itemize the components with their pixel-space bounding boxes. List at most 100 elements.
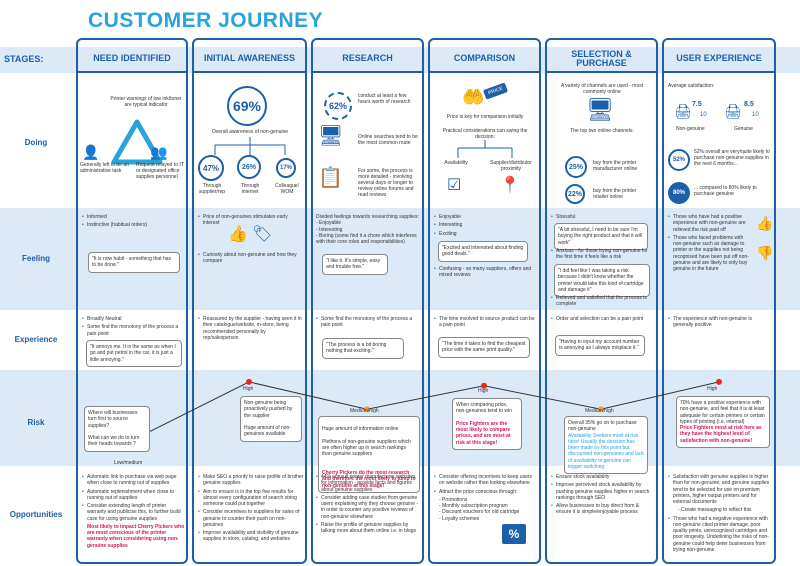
list-item: Informed xyxy=(82,214,184,221)
risk-level-selection: Medium/high xyxy=(585,408,614,414)
person-group-icon: 👥 xyxy=(150,144,168,160)
risk-point xyxy=(716,378,722,385)
experience-need: Broadly NeutralSome find the monotony of… xyxy=(82,316,184,339)
experience-research: Some find the monotony of the process a … xyxy=(316,316,420,331)
awareness-big-circle: 69% xyxy=(227,86,267,126)
list-item: - Promotions xyxy=(439,496,468,503)
feeling-comparison: EnjoyableInterestingExciting xyxy=(434,214,536,239)
comparison-text-1: Price is key for comparison initially xyxy=(446,114,524,120)
list-item: Attract the price conscious through: xyxy=(434,489,538,496)
risk-comparison-note: When comparing price, non-genuines tend … xyxy=(452,398,522,450)
selection-text-2: The top two online channels: xyxy=(570,128,634,134)
stage-initial-awareness: INITIAL AWARENESS xyxy=(194,47,305,73)
opportunities-selection: Ensure stock availability Improve percei… xyxy=(551,474,653,518)
risk-need-note: Where will businesses turn first to sour… xyxy=(84,406,150,452)
risk-research-text: Huge amount of information online Pletho… xyxy=(322,426,411,458)
stage-column-selection xyxy=(545,38,658,564)
feeling-selection-quote-2: "I did feel like I was taking a risk bec… xyxy=(554,264,650,297)
stage-research: RESEARCH xyxy=(313,47,422,73)
recycle-icon xyxy=(111,119,163,165)
opportunities-research: 44% consult printer manufacturer website… xyxy=(316,474,420,536)
list-item: Enjoyable xyxy=(434,214,536,221)
location-pin-icon: 📍 xyxy=(500,177,520,194)
list-item: Ensure stock availability xyxy=(551,474,653,481)
list-item: Confusing - so many suppliers, offers an… xyxy=(434,266,536,279)
list-item: Divided feelings towards researching sup… xyxy=(316,214,419,220)
computer-cursor-icon: 🖥 xyxy=(586,97,614,122)
awareness-circle-internet: 26% xyxy=(237,155,261,179)
stage-column-need xyxy=(76,38,188,564)
ux-score-genuine: 8.5 xyxy=(744,101,754,108)
list-item: The experience with non-genuine is gener… xyxy=(668,316,770,329)
thumbs-up-icon: 👍 xyxy=(756,215,774,231)
stage-column-comparison xyxy=(428,38,541,564)
risk-ux-text: 70% have a positive experience with non-… xyxy=(680,400,765,425)
list-item: Improve availability and visibility of g… xyxy=(198,530,304,543)
list-item: Make SEO a priority to raise profile of … xyxy=(198,474,304,487)
experience-selection-quote: "Having to input my account number is an… xyxy=(555,335,645,356)
research-text-3: For some, the process is more detailed -… xyxy=(358,168,414,198)
comparison-proximity: Supplier/distributor proximity xyxy=(490,160,532,172)
ux-text-1: Average satisfaction: xyxy=(668,83,715,89)
awareness-label-internet: Through internet xyxy=(240,183,260,195)
risk-point xyxy=(481,382,487,389)
list-item: Stressful xyxy=(551,214,653,221)
comparison-text-2: Practical considerations can swing the d… xyxy=(442,128,528,140)
list-item: - Boring (some find it a chore which int… xyxy=(316,232,417,245)
risk-level-research: Medium/high xyxy=(350,408,379,414)
experience-ux: The experience with non-genuine is gener… xyxy=(668,316,770,331)
list-item: Consider offering incentives to keep use… xyxy=(434,474,538,487)
price-tag-hand-icon: 🏷 xyxy=(252,226,273,243)
awareness-big-label: Overall awareness of non-genuine xyxy=(211,129,289,135)
feeling-ux: Those who have had a positive experience… xyxy=(668,214,752,274)
list-item: Order and selection can be a pain point xyxy=(551,316,653,323)
feeling-selection-3: Relieved and satisfied that the process … xyxy=(551,295,653,310)
printer-icon: 🖨 xyxy=(674,103,692,119)
ux-score-genuine-denominator: 10 xyxy=(752,112,759,118)
stage-selection-purchase: SELECTION & PURCHASE xyxy=(547,47,656,73)
list-item: 44% consult printer manufacturer website… xyxy=(316,474,420,493)
row-label-risk: Risk xyxy=(27,418,45,427)
ux-circle-80: 80% xyxy=(668,182,690,204)
awareness-label-supplier: Through supplier/rep xyxy=(198,183,226,195)
printer-genuine-icon: 🖨 xyxy=(724,103,742,119)
awareness-label-colleague: Colleague/ WOM xyxy=(275,183,299,195)
percent-tag-icon: % xyxy=(502,524,526,544)
doing-need-top: Printer warnings of low ink/toner are ty… xyxy=(110,96,182,108)
awareness-connector xyxy=(214,137,286,155)
list-item: The time involved to source product can … xyxy=(434,316,536,329)
risk-level-comparison: High xyxy=(478,388,489,394)
experience-need-quote: "It annoys me. It is the same as when I … xyxy=(86,340,182,367)
list-item: Automatic replenishment when close to ru… xyxy=(82,489,186,502)
feeling-awareness: Price of non-genuines stimulates early i… xyxy=(198,214,302,229)
feeling-research: Divided feelings towards researching sup… xyxy=(316,214,420,245)
ux-label-80: ... compared to 80% likely to purchase g… xyxy=(694,185,757,197)
opportunities-awareness: Make SEO a priority to raise profile of … xyxy=(198,474,304,545)
risk-awareness-note: Non-genuine being proactively pushed by … xyxy=(240,396,302,442)
list-item: - Enjoyable xyxy=(316,220,342,227)
risk-level-ux: High xyxy=(707,386,718,392)
list-item: Satisfaction with genuine supplies is hi… xyxy=(668,474,772,505)
feeling-selection-2: Anxious - for those trying non-genuine f… xyxy=(551,248,653,263)
list-item: Reassured by the supplier - having seen … xyxy=(198,316,302,341)
selection-text-1: A variety of channels are used - most co… xyxy=(560,83,644,95)
list-item: Price of non-genuines stimulates early i… xyxy=(198,214,302,227)
list-item: - Interesting xyxy=(316,226,343,233)
stages-band xyxy=(0,47,800,73)
selection-label-2: buy from the printer retailer online xyxy=(593,188,637,200)
checkbox-icon: ☑ xyxy=(447,177,462,194)
row-label-feeling: Feeling xyxy=(21,254,50,263)
comparison-connector xyxy=(457,140,513,158)
experience-comparison: The time involved to source product can … xyxy=(434,316,536,331)
risk-comparison-highlight: Price Fighters are the most likely to co… xyxy=(456,420,511,446)
risk-selection-note: Overall 35% go on to purchase non-genuin… xyxy=(564,416,648,474)
list-item: Instinctive (habitual orders) xyxy=(82,222,184,229)
stage-column-awareness xyxy=(192,38,307,564)
feeling-comparison-quote: "Excited and interested about finding go… xyxy=(438,241,528,262)
opportunities-comparison: Consider offering incentives to keep use… xyxy=(434,474,538,522)
selection-label-1: buy from the printer manufacturer online xyxy=(593,160,638,172)
experience-awareness: Reassured by the supplier - having seen … xyxy=(198,316,302,343)
risk-selection-highlight: Availability Seekers most at risk here! … xyxy=(568,432,644,470)
ux-label-52: 52% overall are very/quite likely to pur… xyxy=(694,149,770,167)
list-item: Consider incentives to suppliers for sal… xyxy=(198,509,304,528)
